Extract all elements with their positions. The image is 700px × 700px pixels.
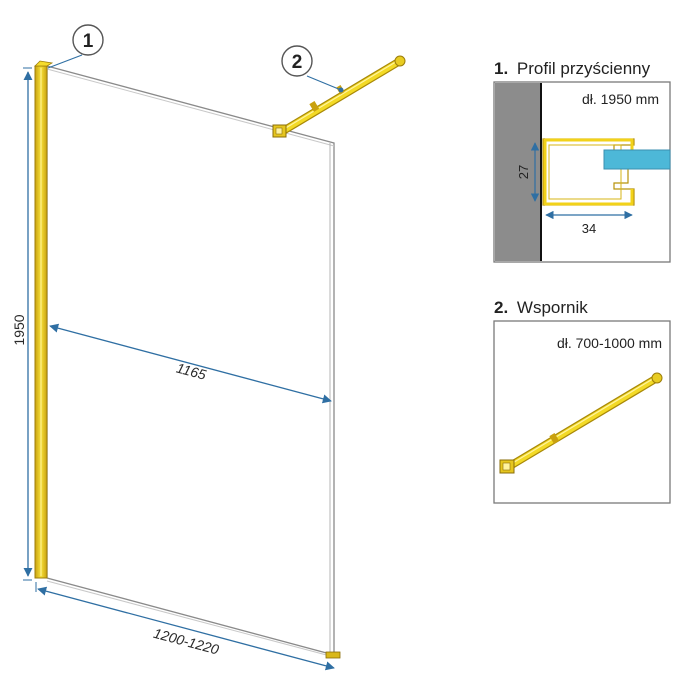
detail-profile: 1. Profil przyścienny dł. 1950 mm 27 34 — [493, 59, 671, 263]
bracket-detail-drawing — [499, 372, 663, 474]
glass-panel — [46, 65, 335, 658]
callout-2: 2 — [281, 45, 344, 93]
detail-profile-length: dł. 1950 mm — [582, 91, 659, 107]
callout-1-number: 1 — [83, 31, 94, 52]
detail-bracket-heading: 2. Wspornik — [494, 298, 588, 317]
detail-profile-number: 1. — [494, 59, 508, 78]
detail-profile-heading: 1. Profil przyścienny — [494, 59, 651, 78]
glass-section — [603, 149, 671, 170]
dimension-glass-width: 1165 — [49, 323, 332, 404]
floor-foot — [325, 651, 341, 659]
dimension-glass-width-label: 1165 — [175, 360, 208, 383]
detail-profile-title: Profil przyścienny — [517, 59, 651, 78]
dimension-height-label: 1950 — [11, 314, 27, 345]
detail-bracket-title: Wspornik — [517, 298, 588, 317]
callout-2-number: 2 — [292, 52, 303, 73]
wall-profile — [34, 60, 54, 579]
detail-bracket: 2. Wspornik dł. 700-1000 mm — [493, 298, 671, 504]
detail-profile-dim-height: 27 — [516, 165, 531, 179]
profile-cross-section — [542, 138, 671, 206]
detail-bracket-length: dł. 700-1000 mm — [557, 335, 662, 351]
detail-bracket-box — [493, 320, 671, 504]
dimension-height: 1950 — [11, 67, 33, 581]
detail-bracket-number: 2. — [494, 298, 508, 317]
detail-profile-dim-width: 34 — [582, 221, 596, 236]
callout-1: 1 — [47, 24, 104, 69]
dimension-total-width-label: 1200-1220 — [152, 625, 221, 658]
